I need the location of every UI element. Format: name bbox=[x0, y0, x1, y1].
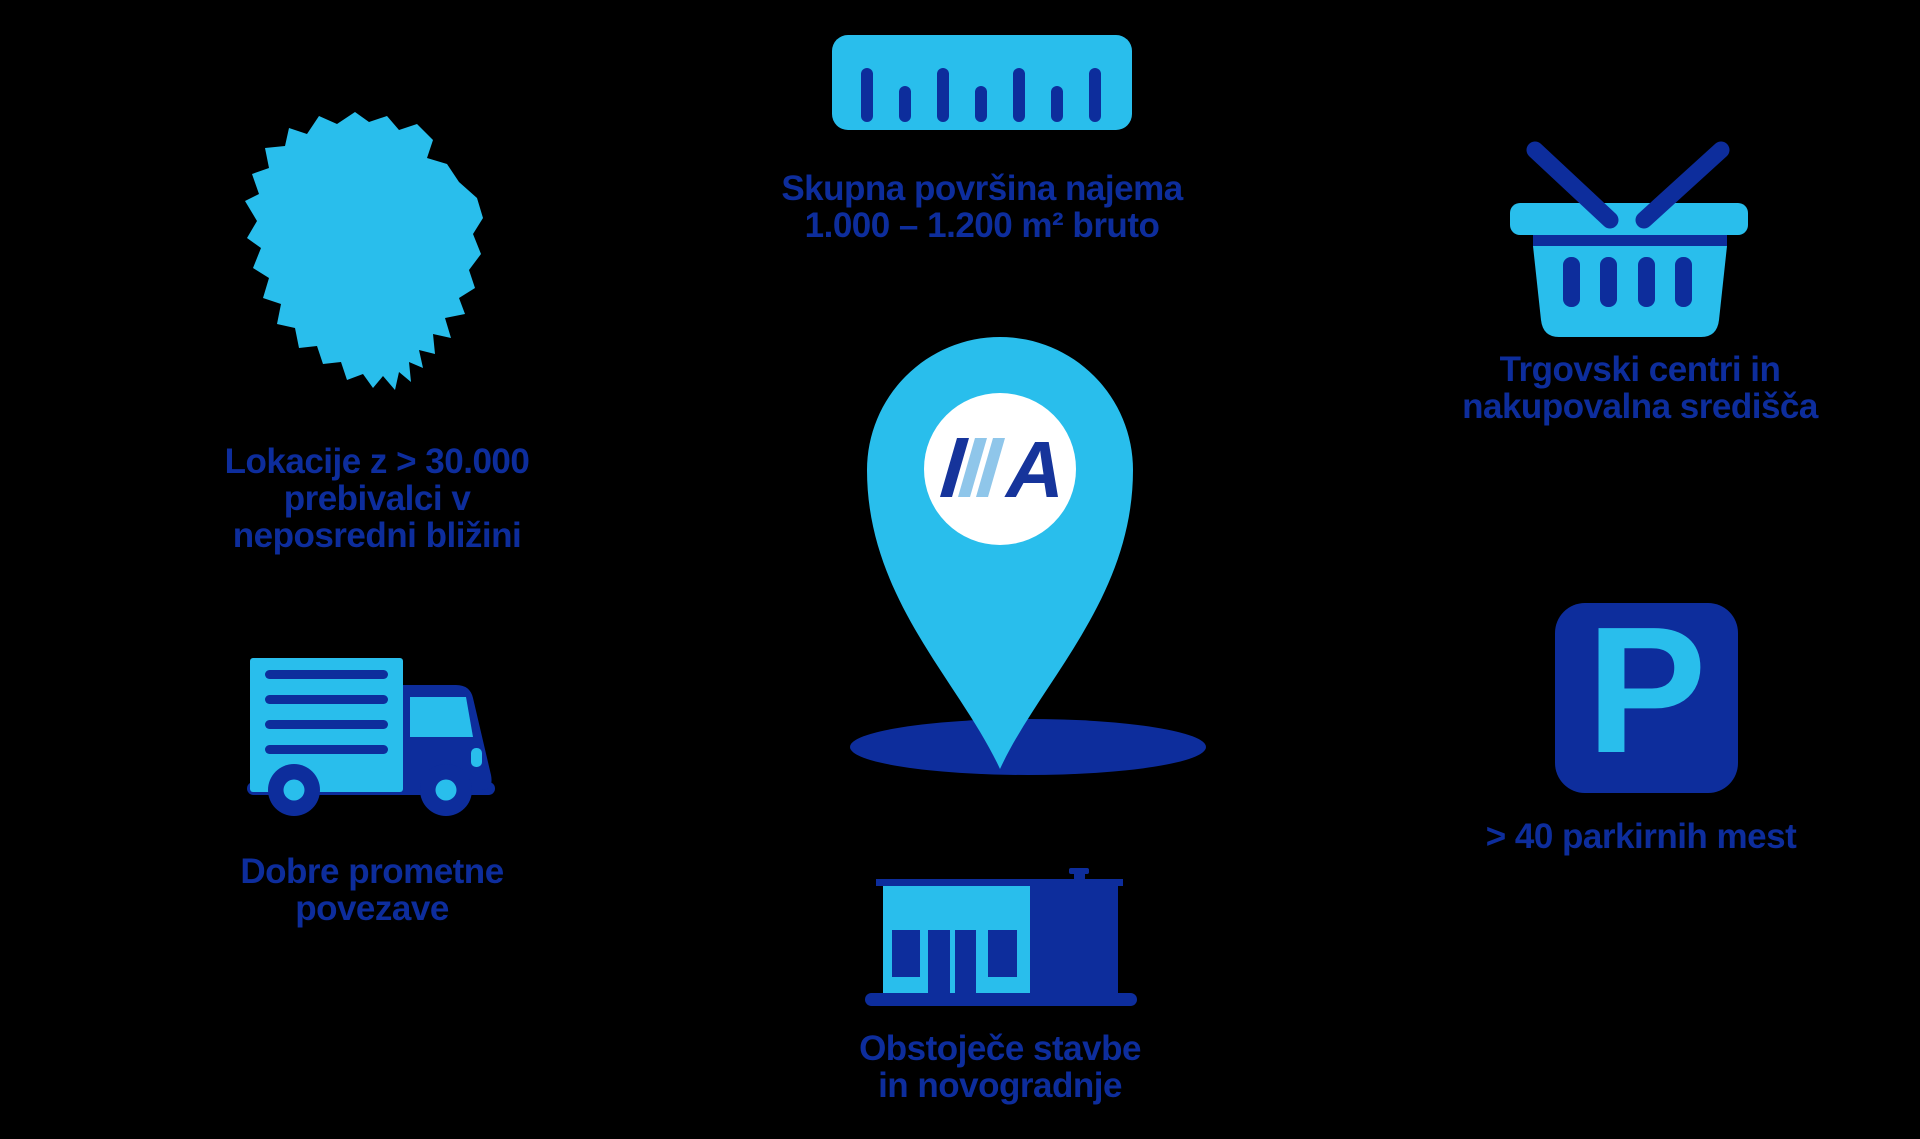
building-roof bbox=[876, 879, 1123, 886]
ruler-tick bbox=[937, 68, 949, 122]
truck-wheel-hub bbox=[435, 779, 457, 801]
caption-line: Obstoječe stavbe bbox=[859, 1029, 1141, 1068]
location-caption: Lokacije z > 30.000 prebivalci v neposre… bbox=[177, 443, 577, 554]
basket-slot bbox=[1638, 257, 1655, 307]
building-vent bbox=[1074, 872, 1085, 884]
basket-slot bbox=[1600, 257, 1617, 307]
caption-line: nakupovalna središča bbox=[1462, 387, 1818, 426]
ruler-tick bbox=[1089, 68, 1101, 122]
basket-body bbox=[1533, 246, 1727, 337]
caption-line: Trgovski centri in bbox=[1499, 350, 1781, 389]
basket-slot bbox=[1563, 257, 1580, 307]
ruler-tick bbox=[1013, 68, 1025, 122]
truck-wheel-hub bbox=[283, 779, 305, 801]
caption-line: > 40 parkirnih mest bbox=[1485, 817, 1797, 856]
transport-caption: Dobre prometne povezave bbox=[172, 853, 572, 927]
basket-handle-left bbox=[1526, 141, 1619, 229]
caption-line: neposredni bližini bbox=[232, 516, 522, 555]
caption-line: Skupna površina najema bbox=[781, 169, 1183, 208]
building-window bbox=[988, 930, 1017, 977]
ruler-tick bbox=[899, 86, 911, 122]
truck-box-stripe bbox=[265, 670, 388, 679]
parking-caption: > 40 parkirnih mest bbox=[1415, 818, 1867, 855]
building-base bbox=[865, 993, 1137, 1006]
caption-line: prebivalci v bbox=[283, 479, 471, 518]
building-side bbox=[1030, 886, 1118, 996]
ruler-tick bbox=[861, 68, 873, 122]
basket-rim bbox=[1510, 203, 1748, 235]
ruler-tick bbox=[1051, 86, 1063, 122]
basket-slot bbox=[1675, 257, 1692, 307]
logo-stripe bbox=[940, 438, 969, 497]
delivery-truck-icon bbox=[247, 658, 495, 816]
logo-stripe bbox=[976, 438, 1005, 497]
building-window bbox=[892, 930, 920, 977]
shopping-caption: Trgovski centri in nakupovalna središča bbox=[1405, 351, 1875, 425]
logo-stripe bbox=[958, 438, 987, 497]
truck-box-stripe bbox=[265, 695, 388, 704]
basket-handle-right bbox=[1635, 141, 1730, 229]
building-door bbox=[928, 930, 950, 996]
caption-line: in novogradnje bbox=[878, 1066, 1122, 1105]
caption-line: 1.000 – 1.200 m² bruto bbox=[804, 206, 1160, 245]
pin-ground-shadow bbox=[850, 719, 1206, 775]
building-door bbox=[955, 930, 976, 996]
truck-box-stripe bbox=[265, 745, 388, 754]
shopping-basket-icon bbox=[1510, 141, 1748, 337]
pin-logo-circle bbox=[924, 393, 1076, 545]
logo-letter: A bbox=[1004, 425, 1064, 514]
region-map-icon bbox=[245, 112, 483, 390]
store-building-icon bbox=[865, 868, 1137, 1006]
buildings-caption: Obstoječe stavbe in novogradnje bbox=[775, 1030, 1225, 1104]
truck-door-handle bbox=[471, 748, 482, 767]
caption-line: povezave bbox=[295, 889, 449, 928]
truck-windshield bbox=[410, 697, 473, 737]
ruler-tick bbox=[975, 86, 987, 122]
parking-sign-icon: P bbox=[1555, 590, 1738, 793]
basket-stripe bbox=[1533, 235, 1727, 246]
caption-line: Dobre prometne bbox=[240, 852, 504, 891]
ruler-icon bbox=[832, 35, 1132, 130]
area-caption: Skupna površina najema 1.000 – 1.200 m² … bbox=[757, 170, 1207, 244]
aldi-location-pin-icon: A bbox=[850, 337, 1206, 775]
truck-box-stripe bbox=[265, 720, 388, 729]
caption-line: Lokacije z > 30.000 bbox=[224, 442, 530, 481]
parking-letter: P bbox=[1586, 590, 1707, 791]
